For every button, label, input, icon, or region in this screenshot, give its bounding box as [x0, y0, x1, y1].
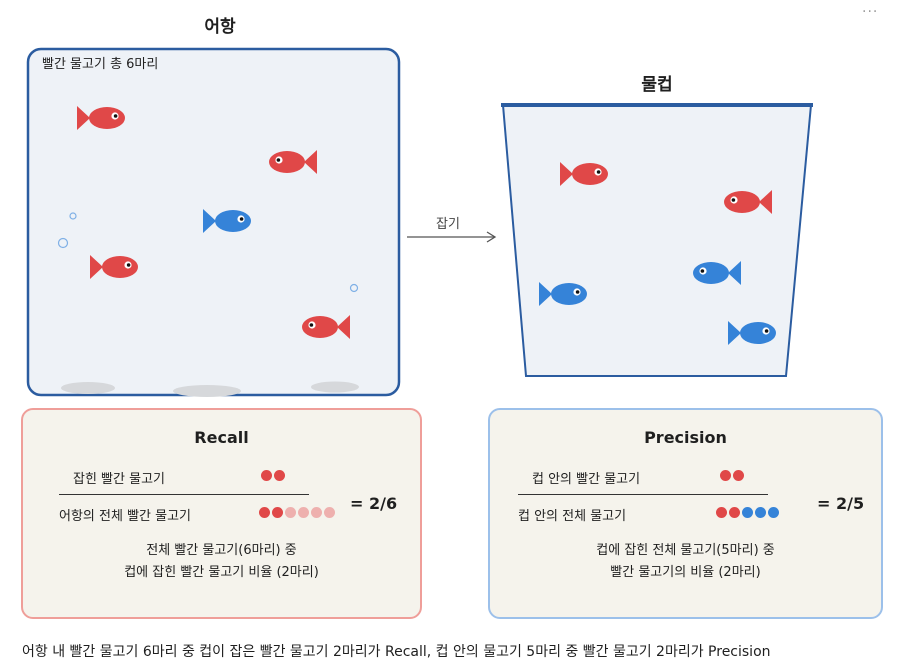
recall-numerator-label: 잡힌 빨간 물고기 — [73, 472, 165, 487]
cup-fish-red — [724, 190, 772, 214]
more-options-icon[interactable]: ··· — [862, 4, 879, 20]
precision-desc-line2: 빨간 물고기의 비율 (2마리) — [610, 565, 761, 580]
bubble — [349, 283, 359, 293]
uncaught-red-fish-dot — [285, 507, 296, 518]
uncaught-red-fish-dot — [311, 507, 322, 518]
precision-result: = 2/5 — [817, 494, 865, 513]
red-fish-dot — [720, 470, 731, 481]
recall-panel: Recall 잡힌 빨간 물고기 어항의 전체 빨간 물고기 = 2/6 전체 … — [21, 408, 422, 619]
tank-fish-red — [269, 150, 317, 174]
cup-title: 물컵 — [641, 75, 673, 95]
bubble — [69, 212, 77, 220]
blue-fish-dot — [768, 507, 779, 518]
red-fish-dot — [272, 507, 283, 518]
precision-title: Precision — [644, 428, 727, 447]
red-fish-dot — [259, 507, 270, 518]
cup-fish-blue — [728, 321, 776, 345]
cup-fish-red — [560, 162, 608, 186]
red-fish-dot — [729, 507, 740, 518]
catch-arrow-head — [486, 231, 497, 243]
recall-result: = 2/6 — [350, 494, 398, 513]
recall-title: Recall — [194, 428, 249, 447]
uncaught-red-fish-dot — [324, 507, 335, 518]
bubble — [57, 237, 69, 249]
red-fish-dot — [261, 470, 272, 481]
precision-fraction-bar — [518, 494, 768, 495]
red-fish-dot — [716, 507, 727, 518]
fish-diagram — [26, 47, 813, 397]
recall-denominator-dots — [259, 507, 335, 518]
tank-pebble — [311, 381, 359, 393]
precision-panel: Precision 컵 안의 빨간 물고기 컵 안의 전체 물고기 = 2/5 … — [488, 408, 883, 619]
recall-desc-line2: 컵에 잡힌 빨간 물고기 비율 (2마리) — [124, 565, 319, 580]
uncaught-red-fish-dot — [298, 507, 309, 518]
tank-fish-red — [90, 255, 138, 279]
catch-arrow-label: 잡기 — [436, 217, 460, 232]
precision-denominator-dots — [716, 507, 779, 518]
precision-numerator-label: 컵 안의 빨간 물고기 — [532, 472, 641, 487]
recall-numerator-dots — [261, 470, 285, 481]
recall-fraction-bar — [59, 494, 309, 495]
red-fish-dot — [274, 470, 285, 481]
recall-denominator-label: 어항의 전체 빨간 물고기 — [59, 509, 191, 524]
recall-desc-line1: 전체 빨간 물고기(6마리) 중 — [146, 543, 297, 558]
blue-fish-dot — [755, 507, 766, 518]
cup-fish-blue — [539, 282, 587, 306]
tank-fish-red — [77, 106, 125, 130]
precision-desc-line1: 컵에 잡힌 전체 물고기(5마리) 중 — [596, 543, 775, 558]
tank-pebble — [173, 385, 241, 397]
red-fish-dot — [733, 470, 744, 481]
precision-numerator-dots — [720, 470, 744, 481]
tank-fish-blue — [203, 209, 251, 233]
tank-caption: 빨간 물고기 총 6마리 — [42, 57, 159, 72]
tank-pebble — [61, 382, 115, 394]
precision-denominator-label: 컵 안의 전체 물고기 — [518, 509, 627, 524]
blue-fish-dot — [742, 507, 753, 518]
cup-fish-blue — [693, 261, 741, 285]
footer-text: 어항 내 빨간 물고기 6마리 중 컵이 잡은 빨간 물고기 2마리가 Reca… — [22, 644, 771, 660]
tank-title: 어항 — [204, 17, 236, 37]
tank-fish-red — [302, 315, 350, 339]
